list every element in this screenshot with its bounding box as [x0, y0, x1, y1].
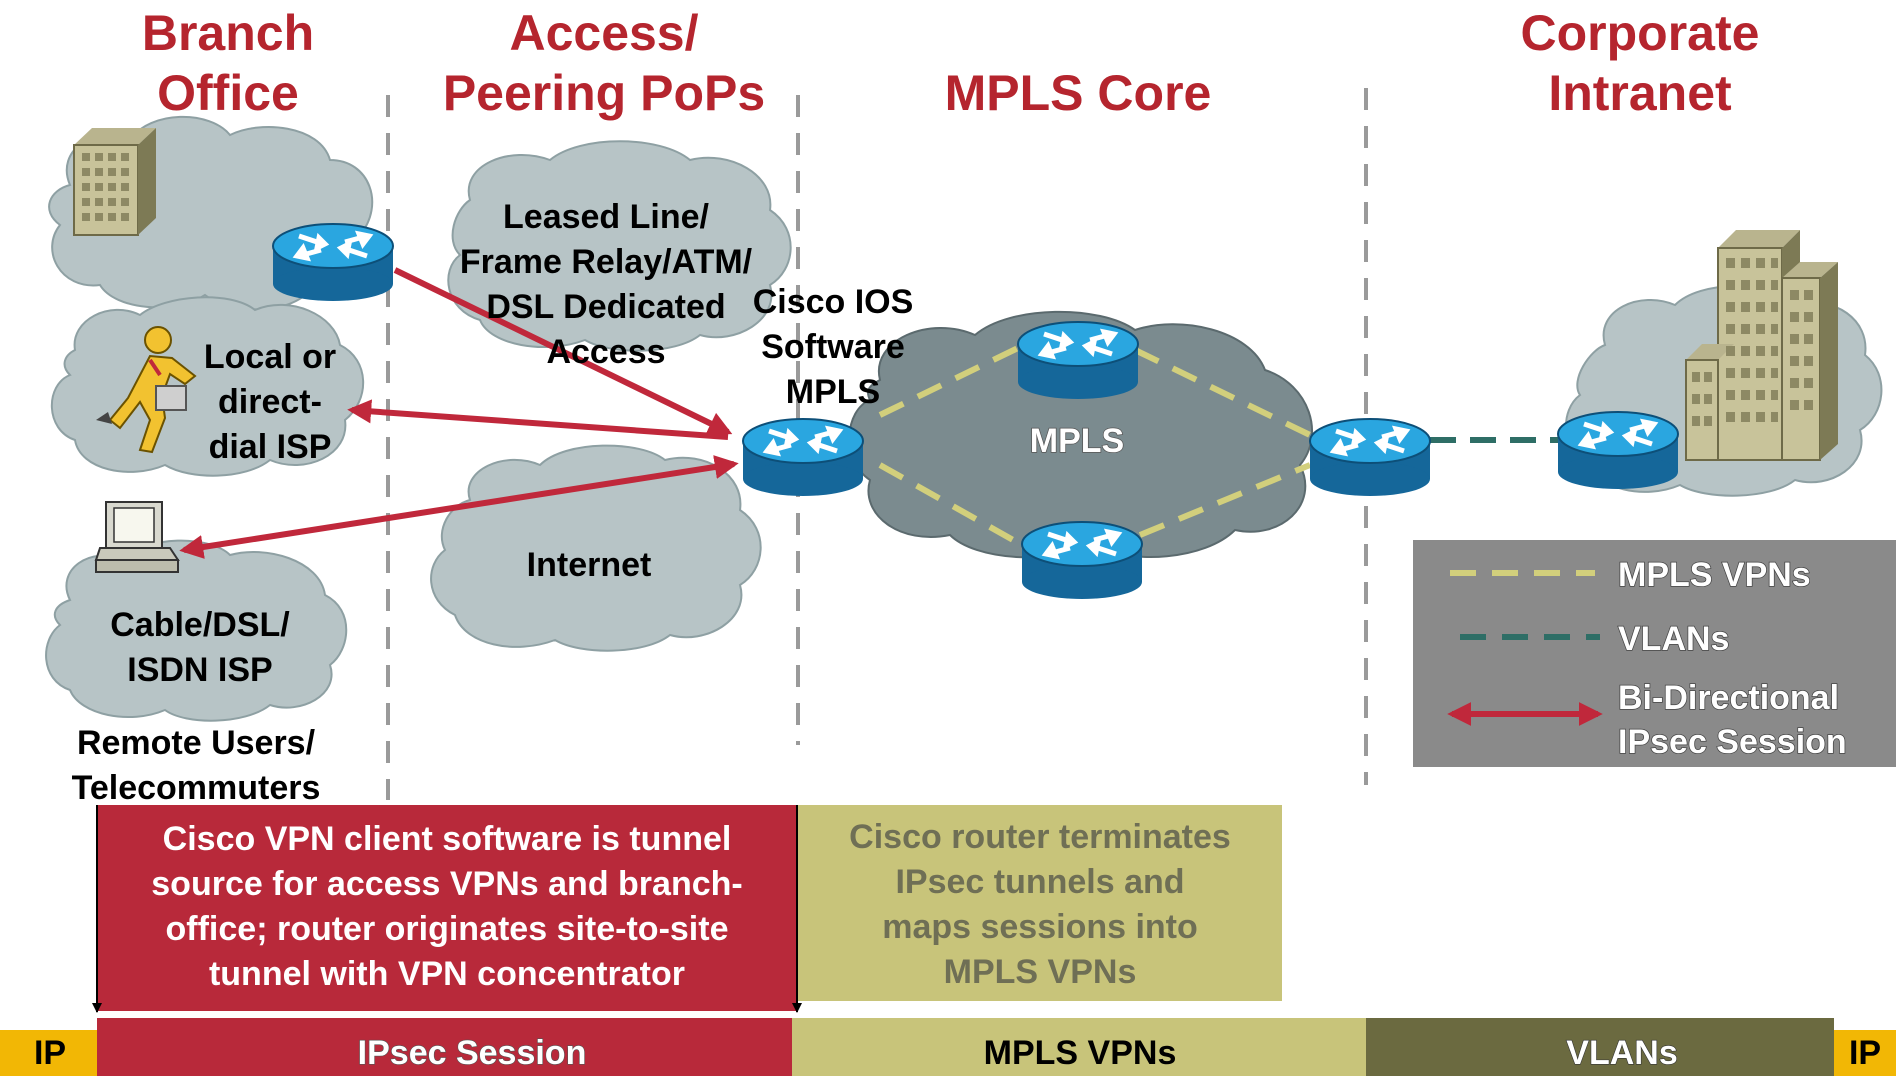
legend-ipsec-label-1: Bi-Directional — [1618, 679, 1839, 717]
bar-ipsec — [97, 1018, 792, 1076]
branch-building-icon — [73, 128, 156, 236]
header-access-line1: Access/ — [509, 5, 698, 61]
legend-ipsec-label-2: IPsec Session — [1618, 723, 1847, 761]
router-callout-line1: Cisco router terminates — [849, 818, 1231, 856]
pe-router-icon — [743, 419, 863, 496]
cisco-ios-text-2: Software — [761, 328, 905, 366]
leased-line-text-3: DSL Dedicated — [486, 288, 725, 326]
header-branch-office-line2: Office — [157, 65, 299, 121]
bar-vlans — [1366, 1018, 1834, 1076]
bar-vlans-label: VLANs — [1566, 1034, 1677, 1072]
computer-icon — [94, 501, 180, 573]
bar-ip-left-label: IP — [34, 1034, 66, 1072]
client-callout-line3: office; router originates site-to-site — [166, 910, 729, 948]
mpls-link-pe-bottom — [878, 462, 1024, 548]
local-isp-text-3: dial ISP — [209, 428, 332, 466]
client-callout-line4: tunnel with VPN concentrator — [209, 955, 685, 993]
bar-mpls-label: MPLS VPNs — [984, 1034, 1177, 1072]
ipsec-arrow-cable-isp — [179, 455, 739, 559]
cable-isp-text-1: Cable/DSL/ — [110, 606, 290, 644]
client-callout-line1: Cisco VPN client software is tunnel — [163, 820, 732, 858]
mpls-link-pe-top — [878, 345, 1020, 418]
header-access-line2: Peering PoPs — [443, 65, 765, 121]
header-branch-office-line1: Branch — [142, 5, 314, 61]
mpls-vpn-links — [878, 345, 1312, 548]
legend-mpls-label: MPLS VPNs — [1618, 556, 1811, 594]
cisco-ios-text-3: MPLS — [786, 373, 880, 411]
leased-line-text-1: Leased Line/ — [503, 198, 710, 236]
local-isp-text-1: Local or — [204, 338, 336, 376]
ipsec-arrow-branch — [393, 267, 733, 435]
router-callout-text: Cisco router terminates IPsec tunnels an… — [849, 818, 1231, 991]
legend-box — [1413, 540, 1896, 767]
remote-users-text-1: Remote Users/ — [77, 724, 316, 762]
cable-isp-cloud — [45, 539, 348, 722]
leased-line-text-2: Frame Relay/ATM/ — [460, 243, 753, 281]
cable-isp-text-2: ISDN ISP — [127, 651, 272, 689]
router-callout-line3: maps sessions into — [882, 908, 1198, 946]
mpls-link-top-right — [1133, 347, 1312, 438]
mpls-link-bottom-right — [1138, 462, 1312, 538]
router-callout-line2: IPsec tunnels and — [895, 863, 1184, 901]
client-callout-box — [97, 805, 797, 1011]
local-isp-cloud — [50, 296, 365, 477]
corporate-router-icon — [1558, 412, 1678, 489]
cisco-ios-text-1: Cisco IOS — [753, 283, 914, 321]
header-corporate-line2: Intranet — [1548, 65, 1732, 121]
ipsec-arrow-local-isp — [347, 399, 729, 440]
router-callout-line4: MPLS VPNs — [944, 953, 1137, 991]
remote-users-text-2: Telecommuters — [72, 769, 321, 807]
legend: MPLS VPNs VLANs Bi-Directional IPsec Ses… — [1413, 540, 1896, 767]
leased-line-text-4: Access — [546, 333, 665, 371]
corporate-building-icon — [1685, 230, 1838, 461]
branch-router-icon — [273, 224, 393, 301]
client-callout-line2: source for access VPNs and branch- — [151, 865, 742, 903]
bar-ip-right — [1834, 1030, 1896, 1076]
bar-ip-right-label: IP — [1849, 1034, 1881, 1072]
edge-router-icon — [1310, 419, 1430, 496]
bar-ip-left — [0, 1030, 97, 1076]
router-callout-box — [797, 805, 1282, 1001]
bar-mpls — [792, 1018, 1366, 1076]
local-isp-text-2: direct- — [218, 383, 322, 421]
internet-text: Internet — [527, 546, 652, 584]
ipsec-arrows — [179, 267, 739, 559]
remote-user-icon — [96, 326, 197, 454]
mpls-core-router-bottom-icon — [1022, 522, 1142, 599]
mpls-cloud-text: MPLS — [1030, 422, 1124, 460]
legend-vlan-label: VLANs — [1618, 620, 1729, 658]
column-headers: Branch Office Access/ Peering PoPs MPLS … — [142, 5, 1760, 121]
client-callout-text: Cisco VPN client software is tunnel sour… — [151, 820, 742, 993]
header-mpls-core: MPLS Core — [945, 65, 1212, 121]
header-corporate-line1: Corporate — [1521, 5, 1760, 61]
bar-ipsec-label: IPsec Session — [358, 1034, 587, 1072]
leased-line-cloud — [447, 140, 792, 352]
protocol-bar: IP IPsec Session MPLS VPNs VLANs IP — [0, 1018, 1896, 1076]
mpls-core-router-top-icon — [1018, 322, 1138, 399]
